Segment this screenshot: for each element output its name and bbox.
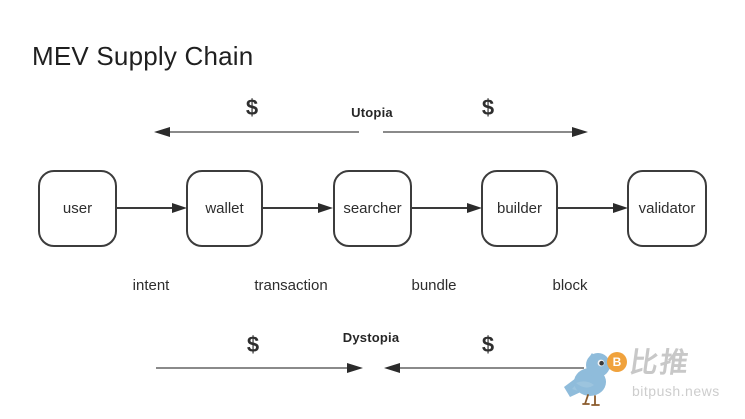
edge-label-transaction: transaction [254,277,328,294]
dystopia-left-dollar: $ [246,332,260,357]
node-user: user [38,170,117,247]
arrow-searcher-to-builder [412,203,482,213]
node-wallet: wallet [186,170,263,247]
edge-label-bundle: bundle [411,277,457,294]
bitcoin-badge-letter: B [612,355,622,369]
bitcoin-badge-icon: B [607,352,627,372]
utopia-right-dollar: $ [481,95,495,120]
node-wallet-label: wallet [205,200,244,217]
utopia-label: Utopia [351,105,393,120]
node-user-label: user [62,200,93,217]
dystopia-left-arrow [156,363,363,373]
node-validator: validator [627,170,707,247]
page-title: MEV Supply Chain [32,41,254,71]
node-builder-label: builder [496,200,543,217]
arrow-wallet-to-searcher [262,203,333,213]
bitpush-brand-text: 比推 [627,347,693,378]
bitpush-bird-icon [564,353,616,406]
node-searcher: searcher [333,170,412,247]
dystopia-right-dollar: $ [481,332,495,357]
dystopia-right-arrow [384,363,584,373]
dystopia-label: Dystopia [342,330,400,345]
edge-label-block: block [552,277,588,294]
utopia-left-dollar: $ [245,95,259,120]
node-validator-label: validator [638,200,696,217]
node-searcher-label: searcher [343,200,402,217]
arrow-user-to-wallet [117,203,187,213]
node-builder: builder [481,170,558,247]
edge-label-intent: intent [132,277,170,294]
utopia-left-arrow [154,127,359,137]
utopia-right-arrow [383,127,588,137]
arrow-builder-to-validator [558,203,628,213]
bitpush-site-text: bitpush.news [632,383,720,399]
